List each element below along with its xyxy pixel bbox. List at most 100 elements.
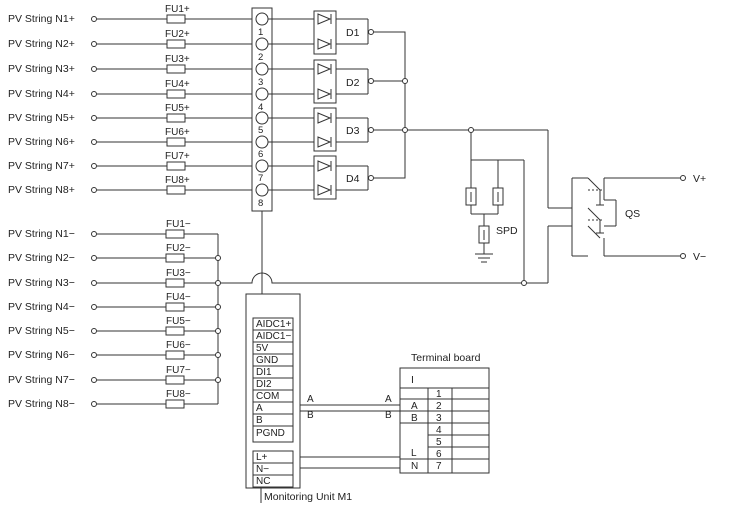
fuse-label: FU7+ (165, 151, 190, 162)
pos-string-label: PV String N8+ (8, 184, 75, 196)
fuse-label: FU6+ (165, 127, 190, 138)
fuse-symbol (165, 350, 185, 360)
monitor-pin: AIDC1+ (256, 319, 291, 330)
pos-string-label: PV String N6+ (8, 136, 75, 148)
fuse-symbol (166, 64, 186, 74)
terminal-dot (91, 255, 97, 261)
terminal-number: 8 (258, 198, 263, 209)
neg-string-row: PV String N3− FU3− (8, 268, 218, 289)
fuse-symbol (166, 113, 186, 123)
monitor-pin-block-2 (252, 450, 294, 488)
fuse-label: FU5+ (165, 103, 190, 114)
tb-left-label: A (411, 401, 418, 412)
monitor-pin: AIDC1− (256, 331, 291, 342)
tb-left-label: N (411, 461, 418, 472)
monitoring-unit: AIDC1+ AIDC1− 5V GND DI1 DI2 COM A B PGN… (245, 280, 352, 503)
tb-number: 2 (436, 401, 442, 412)
tb-number: 4 (436, 425, 442, 436)
comm-lines: A B A B (300, 394, 400, 469)
pos-string-label: PV String N4+ (8, 88, 75, 100)
terminal-dot (91, 16, 97, 22)
monitor-pin: 5V (256, 343, 269, 354)
monitor-pin: GND (256, 355, 278, 366)
outputs: V+ V− (680, 173, 706, 263)
tb-left-label: B (411, 413, 418, 424)
monitor-pin: DI1 (256, 367, 272, 378)
output-terminal (680, 175, 686, 181)
terminal-number: 2 (258, 52, 263, 63)
qs-switch: QS (571, 177, 680, 257)
pos-string-row: PV String N7+ FU7+ (8, 151, 252, 172)
fuse-label: FU6− (166, 340, 191, 351)
fuse-label: FU3− (166, 268, 191, 279)
terminal-dot (91, 304, 97, 310)
bus-label: A (385, 394, 392, 405)
fuse-symbol (165, 375, 185, 385)
terminal-number: 7 (258, 173, 263, 184)
neg-string-label: PV String N8− (8, 398, 75, 410)
diode-label: D1 (346, 27, 360, 39)
diode-module: D4 (313, 155, 374, 200)
terminal-dot (91, 139, 97, 145)
terminal-dot (91, 66, 97, 72)
fuse-symbol (166, 185, 186, 195)
terminal-dot (91, 231, 97, 237)
spd-label: SPD (496, 225, 518, 237)
terminal-dot (91, 377, 97, 383)
neg-string-label: PV String N4− (8, 301, 75, 313)
monitor-pin: PGND (256, 428, 285, 439)
terminal-number: 6 (258, 149, 263, 160)
positive-bus (408, 127, 572, 209)
monitor-pin: DI2 (256, 379, 272, 390)
output-label: V− (693, 251, 706, 263)
negative-strings: PV String N1− FU1− PV String N2− FU2− PV… (8, 159, 572, 410)
fuse-label: FU3+ (165, 54, 190, 65)
pos-string-row: PV String N3+ FU3+ (8, 54, 252, 75)
terminal-dot (91, 41, 97, 47)
terminal-dot (91, 163, 97, 169)
terminal-screw (255, 183, 269, 197)
terminal-screw (255, 12, 269, 26)
tb-number: 1 (436, 389, 442, 400)
terminal-board-title: Terminal board (411, 352, 481, 364)
neg-string-row: PV String N7− FU7− (8, 365, 218, 386)
fuse-symbol (165, 229, 185, 239)
fuse-symbol (166, 14, 186, 24)
terminal-board-body (399, 367, 490, 474)
tb-number: 3 (436, 413, 442, 424)
fuse-label: FU4+ (165, 79, 190, 90)
pos-string-row: PV String N2+ FU2+ (8, 29, 252, 50)
fuse-label: FU1− (166, 219, 191, 230)
fuse-label: FU5− (166, 316, 191, 327)
monitor-title: Monitoring Unit M1 (264, 491, 352, 503)
output-label: V+ (693, 173, 706, 185)
terminal-screw (255, 62, 269, 76)
terminal-screw (255, 37, 269, 51)
terminal-number: 5 (258, 125, 263, 136)
neg-string-label: PV String N3− (8, 277, 75, 289)
fuse-label: FU8− (166, 389, 191, 400)
tb-left-label: L (411, 448, 417, 459)
monitor-pin: COM (256, 391, 279, 402)
qs-label: QS (625, 208, 640, 220)
terminal-number: 4 (258, 102, 263, 113)
bus-label: A (307, 394, 314, 405)
diode-label: D4 (346, 173, 360, 185)
pos-string-label: PV String N1+ (8, 13, 75, 25)
terminal-dot (91, 328, 97, 334)
fuse-label: FU2+ (165, 29, 190, 40)
neg-string-row: PV String N6− FU6− (8, 340, 218, 361)
neg-string-row: PV String N5− FU5− (8, 316, 218, 337)
fuse-symbol (165, 399, 185, 409)
monitor-pin-block-1 (252, 317, 294, 443)
monitor-pin: B (256, 415, 263, 426)
terminal-dot (91, 401, 97, 407)
fuse-label: FU4− (166, 292, 191, 303)
terminal-dot (91, 91, 97, 97)
diode-module: D1 (313, 10, 374, 55)
pos-string-row: PV String N6+ FU6+ (8, 127, 252, 148)
fuse-symbol (166, 137, 186, 147)
fuse-label: FU2− (166, 243, 191, 254)
fuse-symbol (165, 278, 185, 288)
